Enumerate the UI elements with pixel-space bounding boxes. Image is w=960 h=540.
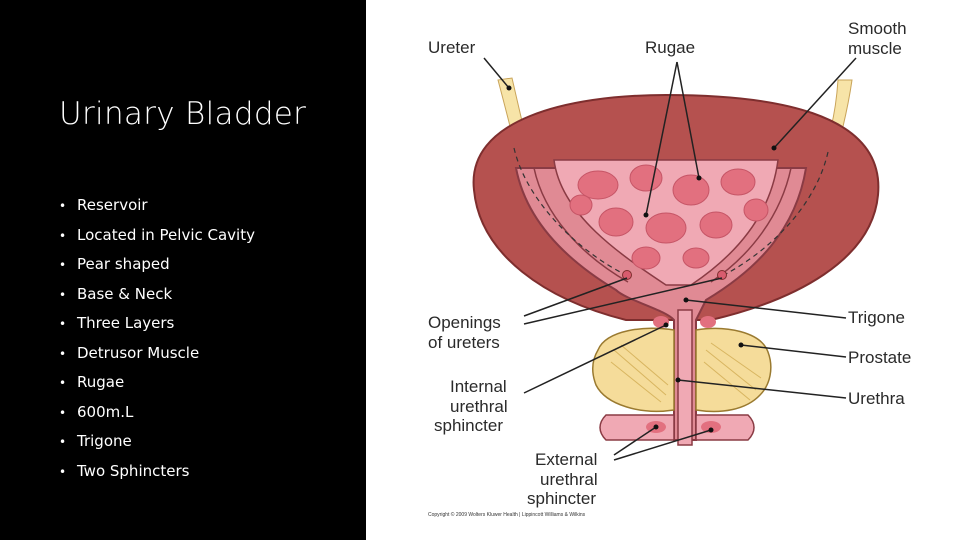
label-smooth-muscle: Smooth	[848, 19, 907, 38]
pointer-dots	[506, 85, 777, 433]
bullet-item: •Reservoir	[59, 196, 148, 214]
label-external-urethral-sphincter: External	[535, 450, 597, 469]
bullet-dot-icon: •	[59, 199, 67, 213]
label-internal-urethral-sphincter: Internal	[450, 377, 507, 396]
bullet-item: •Located in Pelvic Cavity	[59, 225, 255, 244]
bullet-dot-icon: •	[59, 258, 67, 272]
bullet-item: •Pear shaped	[59, 255, 170, 273]
label-prostate: Prostate	[848, 348, 911, 367]
bullet-dot-icon: •	[59, 435, 67, 449]
bullet-item: •Three Layers	[59, 314, 175, 332]
label-internal-urethral-sphincter: urethral	[450, 397, 508, 416]
prostate-gland	[695, 327, 772, 413]
pointer-lines	[483, 57, 857, 461]
bullet-item: •Two Sphincters	[59, 461, 190, 480]
prostate-gland	[592, 327, 675, 412]
bullet-item: •Trigone	[59, 432, 132, 450]
label-openings-of-ureters: of ureters	[428, 333, 500, 352]
rugae-folds	[569, 164, 769, 270]
bullet-dot-icon: •	[59, 464, 67, 479]
bullet-dot-icon: •	[59, 405, 67, 420]
label-external-urethral-sphincter: urethral	[540, 470, 598, 489]
bullet-item: •Base & Neck	[59, 284, 173, 303]
label-external-urethral-sphincter: sphincter	[527, 489, 596, 508]
bullet-dot-icon: •	[59, 346, 67, 361]
urethra	[677, 309, 693, 446]
ureter-path-dashed	[723, 151, 829, 276]
external-sphincter	[701, 421, 721, 433]
ureter-opening-left	[622, 270, 632, 280]
copyright-notice: Copyright © 2009 Wolters Kluwer Health |…	[428, 511, 586, 518]
label-trigone: Trigone	[848, 308, 905, 327]
bullet-item: •600m.L	[59, 402, 134, 421]
bullet-dot-icon: •	[59, 376, 67, 390]
label-smooth-muscle: muscle	[848, 39, 902, 58]
bullet-item: •Detrusor Muscle	[59, 343, 200, 362]
wall-layer-line	[533, 167, 629, 283]
bullet-list: •Reservoir •Located in Pelvic Cavity •Pe…	[59, 195, 255, 490]
prostate-texture	[610, 342, 762, 403]
bullet-item: •Rugae	[59, 373, 125, 391]
label-internal-urethral-sphincter: sphincter	[434, 416, 503, 435]
slide-title: Urinary Bladder	[59, 96, 307, 132]
label-ureter: Ureter	[428, 38, 476, 57]
bullet-dot-icon: •	[59, 228, 67, 243]
bladder-diagram: Ureter Rugae Smooth muscle Openings of u…	[428, 19, 911, 518]
ureter-opening-right	[717, 270, 727, 280]
label-rugae: Rugae	[645, 38, 695, 57]
bullet-dot-icon: •	[59, 287, 67, 302]
internal-sphincter	[700, 316, 716, 328]
label-urethra: Urethra	[848, 389, 905, 408]
slide-text-panel: Urinary Bladder •Reservoir •Located in P…	[0, 0, 366, 540]
figure-panel: Ureter Rugae Smooth muscle Openings of u…	[366, 0, 960, 540]
bullet-dot-icon: •	[59, 317, 67, 331]
ureter-path-dashed	[513, 147, 627, 276]
label-openings-of-ureters: Openings	[428, 313, 501, 332]
